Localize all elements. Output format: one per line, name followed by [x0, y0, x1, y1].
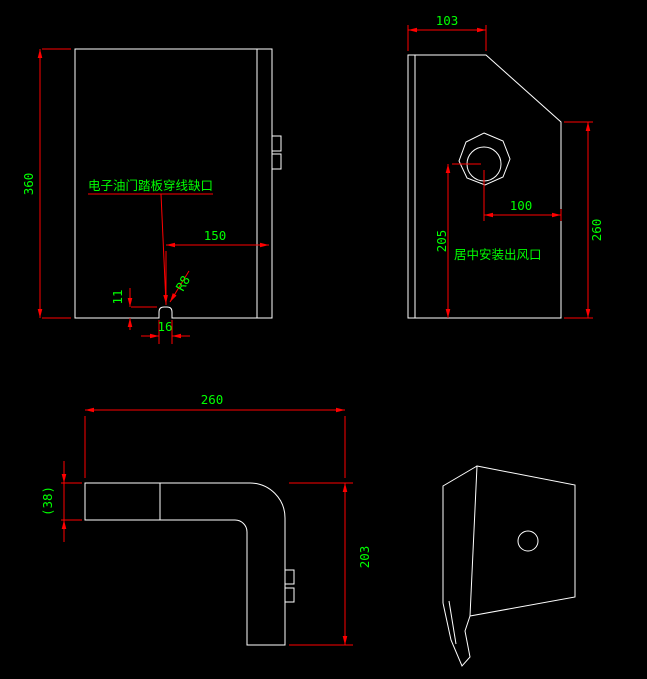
dim-side-top-width: 103	[436, 13, 459, 28]
dim-front-notch-width: 16	[157, 319, 172, 334]
front-notch-annotation: 电子油门踏板穿线缺口	[88, 178, 213, 193]
isometric-view	[442, 465, 576, 667]
front-side-tabs	[272, 135, 282, 170]
front-view-dimension-lines	[37, 48, 269, 344]
iso-tab-inner-edge	[448, 600, 457, 645]
dim-front-notch-height: 11	[110, 289, 125, 304]
side-view: 103 100 205 260 居中安装出风口	[407, 13, 604, 319]
iso-hole	[517, 530, 539, 552]
front-plate-outline	[74, 48, 273, 319]
side-vent-annotation: 居中安装出风口	[454, 247, 542, 262]
vent-hole-octagon	[458, 132, 511, 186]
front-view-geometry	[74, 48, 282, 319]
dim-side-hole-to-edge: 100	[510, 198, 533, 213]
side-view-dimension-lines	[407, 25, 593, 319]
front-view: 360 150 11 16 R8 电子油门踏板穿线缺口	[21, 48, 282, 344]
dim-side-edge-height: 260	[589, 219, 604, 242]
top-view-geometry	[84, 482, 295, 646]
dim-top-leg-length: 203	[357, 546, 372, 569]
iso-left-flange	[442, 465, 478, 603]
dim-top-flange-depth: (38)	[40, 486, 55, 516]
top-profile-outline	[84, 482, 286, 646]
dim-top-width: 260	[201, 392, 224, 407]
dim-side-hole-height: 205	[434, 230, 449, 253]
top-view: 260 (38) 203	[40, 392, 372, 646]
dim-front-notch-offset: 150	[204, 228, 227, 243]
iso-bottom-tab	[442, 602, 471, 667]
isometric-geometry	[442, 465, 576, 667]
dim-front-height: 360	[21, 173, 36, 196]
top-view-dimension-lines	[61, 407, 353, 646]
top-side-tabs	[285, 569, 295, 603]
dim-front-notch-radius: R8	[173, 273, 194, 294]
iso-main-face	[469, 465, 576, 617]
